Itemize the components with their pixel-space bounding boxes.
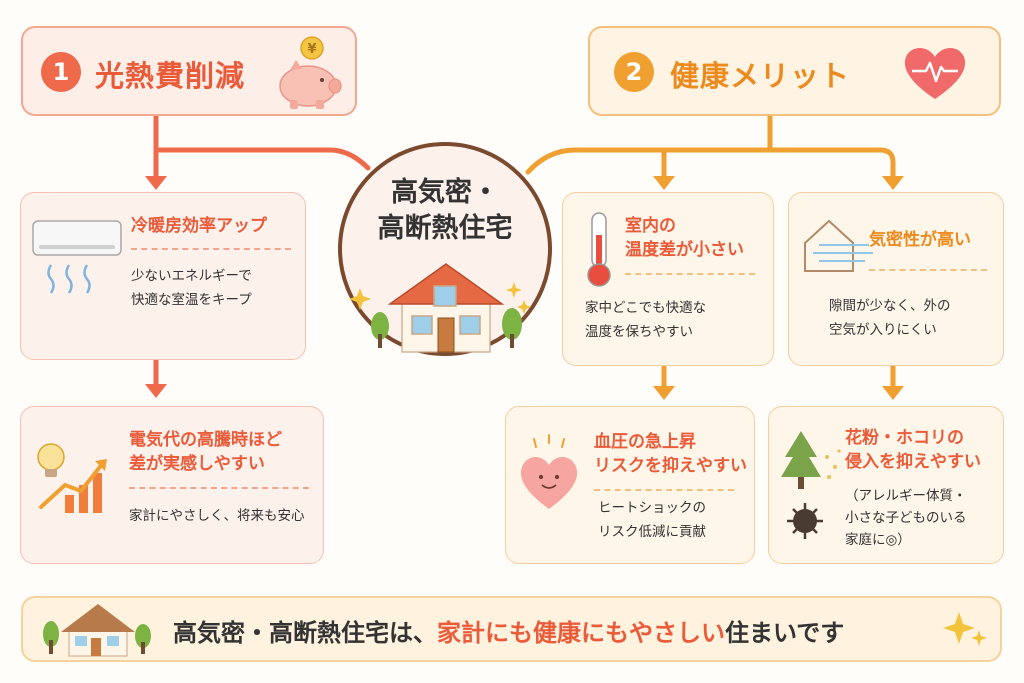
footer-text-part1: 高気密・高断熱住宅は、	[173, 619, 437, 647]
header-title-health: 健康メリット	[670, 59, 851, 93]
card-title-elec-2: 差が実感しやすい	[129, 454, 265, 474]
piggy-bank-icon: ¥	[279, 36, 342, 109]
arrow-head-left2	[145, 384, 167, 398]
card-title-temp-2: 温度差が小さい	[625, 240, 744, 260]
tree-dust-icon	[781, 431, 841, 539]
footer-message: 高気密・高断熱住宅は、家計にも健康にもやさしい住まいです	[173, 613, 844, 648]
card-text-airtight-2: 空気が入りにくい	[829, 322, 937, 338]
card-text-pollen-2: 小さな子どものいる	[845, 510, 967, 526]
card-text-temp-2: 温度を保ちやすい	[585, 324, 693, 340]
footer-text-part2: 住まいです	[725, 619, 845, 647]
card-divider	[594, 489, 734, 491]
card-text-ac-1: 少ないエネルギーで	[131, 268, 252, 284]
center-house-circle: 高気密・ 高断熱住宅	[338, 142, 552, 356]
card-text-bp-1: ヒートショックの	[598, 500, 706, 516]
footer-text-highlight: 家計にも健康にもやさしい	[437, 619, 725, 647]
card-title-pollen-2: 侵入を抑えやすい	[845, 452, 981, 472]
card-pollen-dust: 花粉・ホコリの 侵入を抑えやすい （アレルギー体質・ 小さな子どものいる 家庭に…	[768, 406, 1004, 564]
header-title-cost: 光熱費削減	[95, 59, 246, 93]
bulb-chart-icon	[37, 443, 107, 513]
air-conditioner-icon	[32, 220, 122, 294]
card-title-pollen-1: 花粉・ホコリの	[845, 428, 964, 448]
house-icon	[349, 263, 531, 353]
arrow-head-temp	[653, 176, 675, 190]
card-title-ac: 冷暖房効率アップ	[131, 216, 267, 236]
card-title-airtight: 気密性が高い	[869, 230, 971, 250]
thermometer-icon	[587, 212, 611, 287]
arrow-head-temp-down	[653, 386, 675, 400]
card-divider	[131, 248, 291, 250]
header-number-1: 1	[41, 52, 81, 92]
card-title-bp-1: 血圧の急上昇	[594, 432, 696, 452]
house-wind-icon	[804, 219, 873, 272]
connector-left	[153, 113, 371, 171]
arrow-head-air-down	[882, 386, 904, 400]
card-text-pollen-3: 家庭に◎）	[845, 532, 911, 548]
arrow-head-air	[882, 176, 904, 190]
card-airtightness: 気密性が高い 隙間が少なく、外の 空気が入りにくい	[788, 192, 1004, 366]
arrow-head-left1	[145, 176, 167, 190]
card-text-bp-2: リスク低減に貢献	[598, 524, 706, 540]
card-divider	[129, 487, 309, 489]
heart-pulse-icon	[904, 48, 966, 99]
card-divider	[625, 273, 755, 275]
footer-house-icon	[43, 604, 151, 657]
card-blood-pressure: 血圧の急上昇 リスクを抑えやすい ヒートショックの リスク低減に貢献	[505, 406, 755, 564]
coin-symbol: ¥	[307, 42, 316, 57]
card-electricity-cost: 電気代の高騰時ほど 差が実感しやすい 家計にやさしく、将来も安心	[20, 406, 324, 564]
footer-banner: 高気密・高断熱住宅は、家計にも健康にもやさしい住まいです	[21, 596, 1002, 662]
center-title-line1: 高気密・	[391, 177, 499, 208]
connector-right-branch	[767, 147, 896, 181]
card-text-pollen-1: （アレルギー体質・	[845, 488, 967, 504]
sparkle-icon	[943, 612, 987, 646]
card-temperature-difference: 室内の 温度差が小さい 家中どこでも快適な 温度を保ちやすい	[562, 192, 774, 366]
sparkle-icon	[349, 288, 371, 310]
card-heating-efficiency: 冷暖房効率アップ 少ないエネルギーで 快適な室温をキープ	[20, 192, 306, 360]
card-title-elec-1: 電気代の高騰時ほど	[129, 430, 282, 450]
header-number-2: 2	[614, 52, 654, 92]
smiling-heart-icon	[520, 434, 578, 509]
card-text-ac-2: 快適な室温をキープ	[131, 292, 252, 308]
header-health-benefits: 2 健康メリット	[588, 26, 1001, 116]
card-text-elec-1: 家計にやさしく、将来も安心	[129, 508, 305, 524]
card-text-temp-1: 家中どこでも快適な	[585, 300, 707, 316]
connector-right	[525, 113, 773, 175]
header-cost-reduction: 1 光熱費削減 ¥	[21, 26, 357, 116]
card-divider	[869, 269, 987, 271]
card-text-airtight-1: 隙間が少なく、外の	[829, 298, 951, 314]
center-title-line2: 高断熱住宅	[377, 213, 513, 244]
card-title-bp-2: リスクを抑えやすい	[594, 456, 747, 476]
card-title-temp-1: 室内の	[625, 216, 676, 236]
